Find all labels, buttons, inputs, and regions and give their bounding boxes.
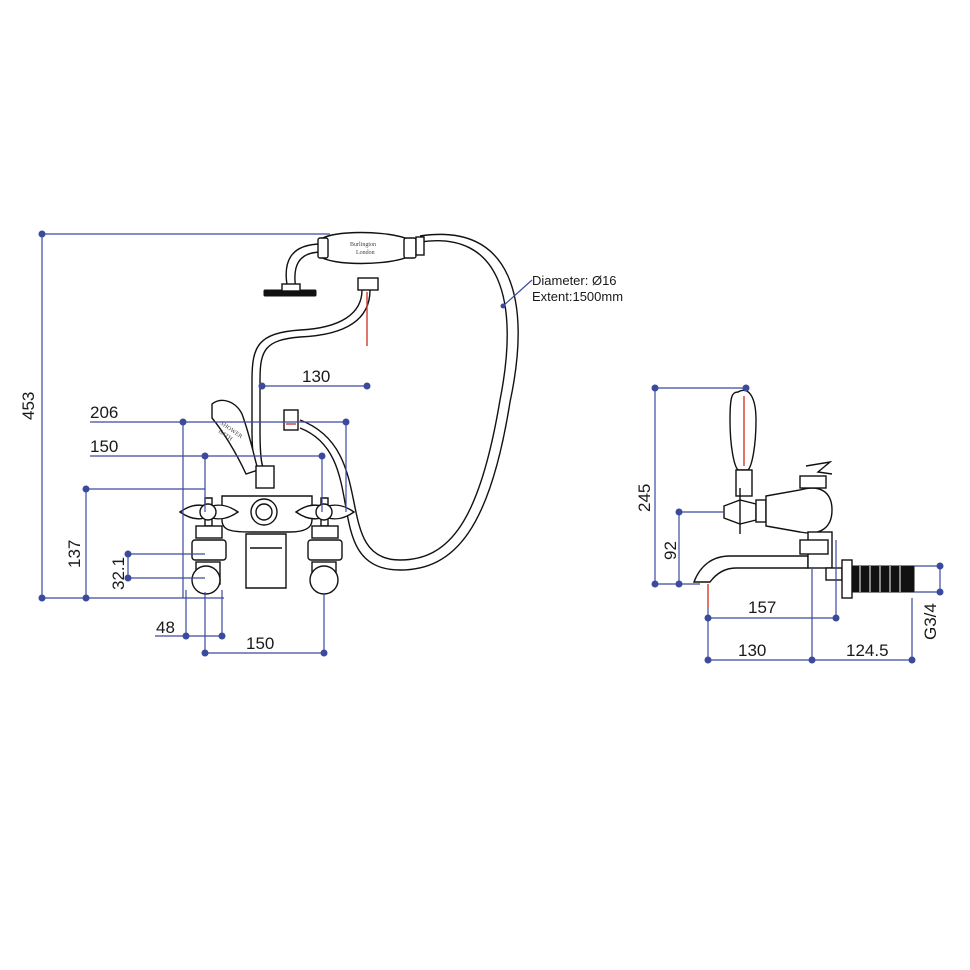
cradle-riser — [259, 289, 371, 471]
hose-note-extent: Extent:1500mm — [532, 289, 623, 304]
diverter-knob-inner — [255, 503, 273, 521]
dim-body-height: 137 — [65, 540, 84, 568]
dim-outer-width: 206 — [90, 403, 118, 422]
side-lever-stem — [735, 469, 753, 497]
dim-inlet-width: 48 — [156, 618, 175, 637]
side-view-tap — [692, 389, 915, 599]
handset-body — [319, 231, 411, 265]
lever-spindle — [255, 465, 275, 489]
handset-collar-right — [403, 237, 417, 259]
dim-tail-length: 124.5 — [846, 641, 889, 660]
shower-head-neck — [281, 283, 301, 292]
side-tail-shank — [825, 567, 843, 581]
side-thread-lines — [859, 566, 901, 592]
handset-arm — [285, 243, 323, 291]
side-handle-nut — [755, 499, 767, 523]
shower-hose — [299, 239, 508, 561]
dim-spout-to-body: 130 — [738, 641, 766, 660]
handset-brand-line1: Burlington — [350, 242, 376, 248]
handset-collar-left — [317, 237, 329, 259]
hose-note-diameter: Diameter: Ø16 — [532, 273, 617, 288]
diverter-nut — [283, 409, 299, 431]
side-body — [765, 487, 833, 534]
dim-inlet-diameter: 32.1 — [109, 557, 128, 590]
side-thread — [851, 565, 915, 593]
side-valve-nut — [799, 475, 827, 489]
shower-hose-inner — [299, 233, 519, 571]
cold-cross-handle — [294, 497, 356, 595]
side-view-dimensions: 245 92 157 130 124.5 G3/4 — [635, 384, 944, 664]
side-backnut — [841, 559, 853, 599]
dim-handle-centres-top: 150 — [90, 437, 118, 456]
front-view-dimensions: 453 130 206 150 137 32.1 48 — [19, 230, 623, 657]
side-spout — [692, 555, 809, 583]
side-inlet-nut — [799, 539, 829, 555]
handset-brand-line2: London — [356, 250, 375, 256]
dim-thread: G3/4 — [921, 603, 940, 640]
side-lever — [729, 389, 757, 471]
dim-lever-height: 245 — [635, 484, 654, 512]
hot-cross-handle — [178, 497, 240, 595]
hose-nut-top — [415, 236, 425, 256]
cradle-clip — [357, 277, 379, 291]
shower-lever — [211, 399, 259, 475]
dim-overall-height: 453 — [19, 392, 38, 420]
dim-hose-offset: 130 — [302, 367, 330, 386]
front-view-tap: Burlington London SHOWER BATH — [178, 231, 519, 595]
dim-handle-height: 92 — [661, 541, 680, 560]
dim-inlet-centres: 150 — [246, 634, 274, 653]
dim-spout-reach: 157 — [748, 598, 776, 617]
side-valve-top — [805, 460, 833, 475]
spout — [245, 533, 287, 589]
